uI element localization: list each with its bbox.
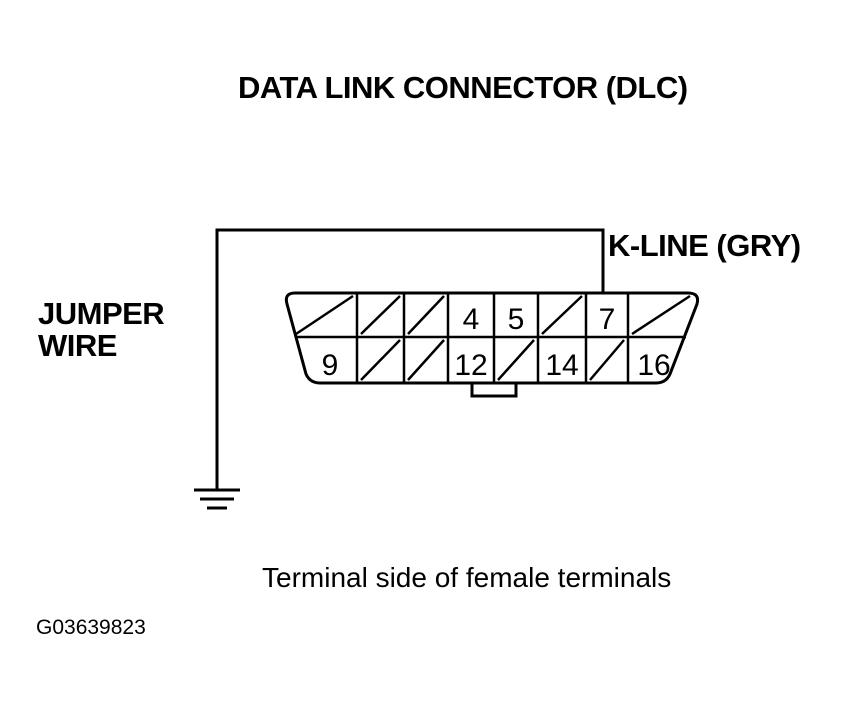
pin-5-label: 5 bbox=[508, 303, 525, 336]
diagram-title: DATA LINK CONNECTOR (DLC) bbox=[238, 70, 688, 105]
unused-pin-slash bbox=[360, 295, 401, 335]
pin-16-label: 16 bbox=[637, 349, 670, 382]
top-row-cell-7: 7 bbox=[584, 293, 616, 337]
jumper-wire bbox=[215, 228, 605, 490]
unused-pin-slash bbox=[360, 339, 401, 381]
unused-pin-slash bbox=[589, 339, 625, 381]
pin-12-label: 12 bbox=[454, 349, 487, 382]
bottom-row-cell-5 bbox=[492, 337, 535, 383]
unused-pin-slash bbox=[497, 339, 535, 381]
unused-pin-slash bbox=[407, 339, 445, 381]
bottom-row-cell-7 bbox=[584, 337, 625, 383]
bottom-row-cell-4: 12 bbox=[446, 337, 488, 383]
connector-key-tab bbox=[470, 383, 518, 398]
top-row-cell-8 bbox=[626, 293, 691, 337]
top-row-cell-1 bbox=[295, 294, 354, 336]
top-row-cell-5: 5 bbox=[492, 293, 525, 337]
jumper-label-line1: JUMPER bbox=[38, 296, 165, 331]
bottom-row-cell-2 bbox=[355, 337, 401, 383]
unused-pin-slash bbox=[295, 294, 354, 336]
connector-outline bbox=[284, 291, 700, 385]
ground-icon bbox=[194, 488, 240, 510]
pin-9-label: 9 bbox=[322, 349, 339, 382]
caption: Terminal side of female terminals bbox=[262, 562, 672, 593]
pin-14-label: 14 bbox=[545, 349, 578, 382]
bottom-row-cells: 9 12 14 16 bbox=[322, 337, 671, 383]
top-row-cell-3 bbox=[402, 293, 445, 337]
k-line-label: K-LINE (GRY) bbox=[608, 228, 801, 263]
jumper-wire-label: JUMPER WIRE bbox=[38, 296, 165, 363]
top-row-cell-2 bbox=[355, 293, 401, 337]
top-row-cell-4: 4 bbox=[446, 293, 480, 337]
jumper-label-line2: WIRE bbox=[38, 328, 117, 363]
unused-pin-slash bbox=[541, 295, 583, 335]
unused-pin-slash bbox=[407, 295, 445, 335]
bottom-row-cell-3 bbox=[402, 337, 445, 383]
pin-7-label: 7 bbox=[599, 303, 616, 336]
top-row-cell-6 bbox=[536, 293, 583, 337]
figure-id: G03639823 bbox=[36, 616, 146, 639]
bottom-row-cell-6: 14 bbox=[536, 337, 579, 383]
unused-pin-slash bbox=[631, 294, 691, 336]
bottom-row-cell-1: 9 bbox=[322, 349, 339, 382]
pin-4-label: 4 bbox=[463, 303, 480, 336]
bottom-row-cell-8: 16 bbox=[626, 337, 671, 383]
